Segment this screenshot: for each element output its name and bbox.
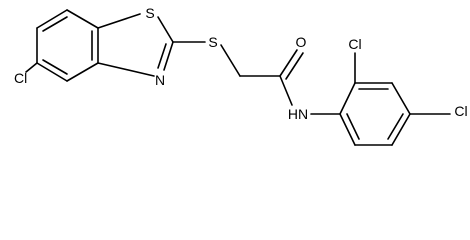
bond-ring2-d [391, 113, 411, 146]
bond-c-cl-left [25, 62, 38, 73]
bond-ring1-e [36, 9, 68, 29]
bond-ring1-d [66, 9, 99, 29]
atom-cl-ortho: Cl [348, 36, 361, 52]
atom-cl-para: Cl [454, 103, 467, 119]
bond-ring2-a [339, 82, 356, 115]
bond-c-o-2 [285, 52, 304, 80]
bond-s-c2 [157, 16, 174, 43]
atom-s-thioether: S [208, 34, 217, 50]
atom-n-thiazole: N [155, 72, 165, 88]
bond-ring2-f [339, 113, 356, 146]
bond-ring2-c [391, 82, 411, 115]
bond-n-c [97, 62, 155, 77]
atom-cl-benzothiazole: Cl [14, 70, 27, 86]
bond-ring1-a [36, 62, 68, 82]
bond-layer [25, 9, 451, 146]
atom-label-layer: Cl S N S O HN Cl Cl [14, 5, 468, 122]
bond-c-s-ring [97, 13, 141, 29]
bond-c-o [279, 49, 298, 77]
structure-canvas: Cl S N S O HN Cl Cl [14, 5, 468, 146]
bond-ring2-f-inner [346, 113, 360, 140]
atom-s-thiazole: S [145, 5, 154, 21]
bond-ring1-a-inner [42, 59, 68, 75]
atom-nh-amide: HN [288, 106, 308, 122]
bond-s-ch2 [220, 44, 241, 77]
bond-ring2-d-inner [387, 113, 404, 140]
bond-ring1-b [66, 62, 99, 82]
bond-c-n [279, 75, 293, 106]
bond-c2-n [163, 41, 174, 71]
bond-ring1-e-inner [42, 16, 68, 32]
atom-o-carbonyl: O [296, 34, 307, 50]
bond-c2-n-inner [157, 43, 167, 69]
chemical-structure: Cl S N S O HN Cl Cl [14, 5, 468, 146]
